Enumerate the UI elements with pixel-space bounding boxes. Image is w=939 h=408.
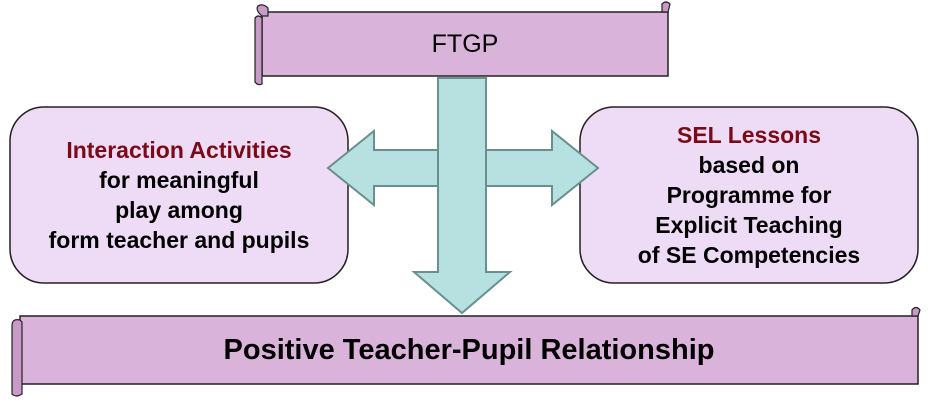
right-box-line-1: based on: [698, 152, 800, 178]
left-box-line-2: play among: [115, 197, 243, 223]
left-box-text: Interaction Activities for meaningful pl…: [10, 113, 348, 277]
bottom-scroll-label: Positive Teacher-Pupil Relationship: [223, 333, 715, 366]
left-box-line-3: form teacher and pupils: [48, 227, 310, 253]
top-scroll-banner: [254, 1, 671, 86]
left-box-line-1: for meaningful: [99, 167, 259, 193]
right-box-text: SEL Lessons based on Programme for Expli…: [580, 113, 918, 277]
left-box-heading: Interaction Activities: [66, 137, 292, 163]
top-scroll-label: FTGP: [431, 29, 499, 58]
left-box: [9, 106, 349, 284]
right-box: [579, 106, 919, 284]
bottom-scroll-banner: [11, 306, 921, 397]
right-box-line-2: Programme for: [666, 182, 832, 208]
four-way-arrow: [326, 77, 600, 315]
right-box-line-3: Explicit Teaching: [655, 212, 843, 238]
right-box-line-4: of SE Competencies: [637, 242, 861, 268]
right-box-heading: SEL Lessons: [676, 122, 822, 148]
